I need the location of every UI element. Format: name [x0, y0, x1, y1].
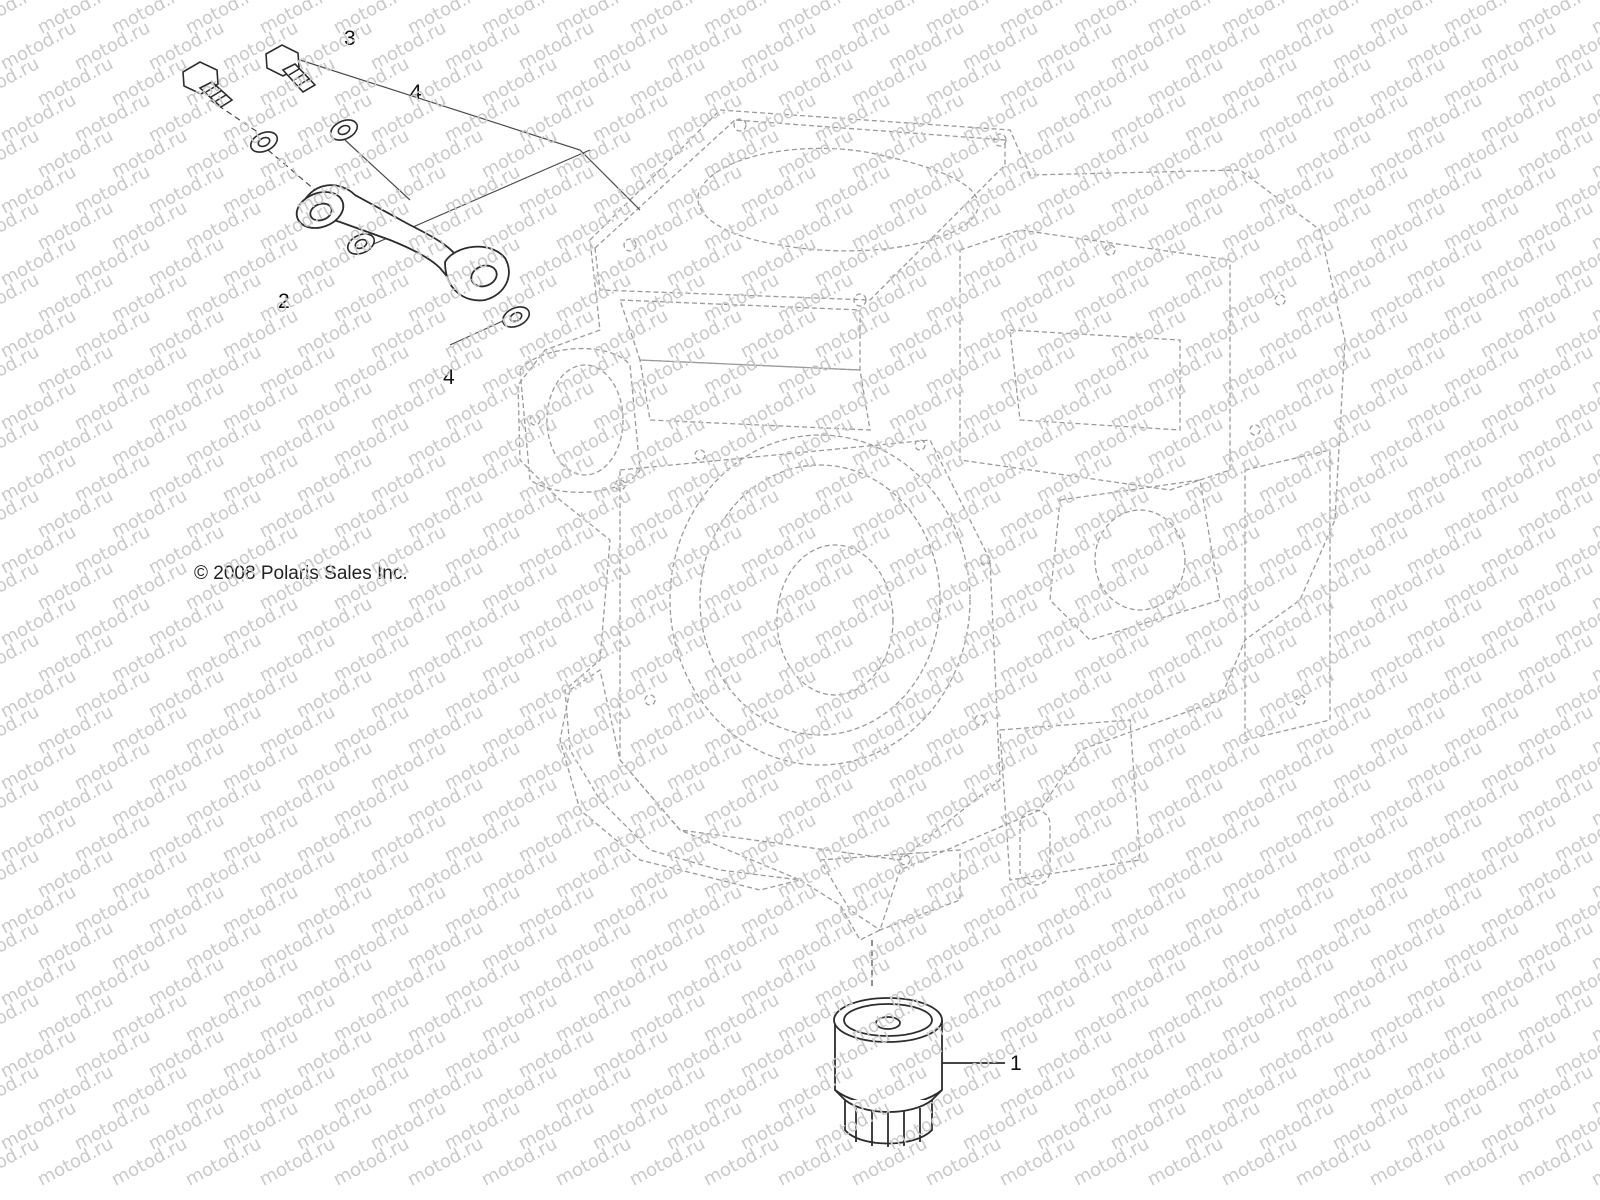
callout-3: 3 — [344, 27, 356, 50]
callout-4-bottom: 4 — [443, 366, 455, 389]
oil-line-2 — [295, 184, 510, 302]
copyright-notice: © 2008 Polaris Sales Inc. — [194, 563, 408, 584]
callout-1: 1 — [1010, 1052, 1022, 1075]
callout-4-top: 4 — [410, 81, 422, 104]
engine-block-outline — [517, 109, 1346, 941]
banjo-bolt-left — [182, 61, 234, 109]
banjo-bolt-3 — [265, 44, 317, 94]
sealing-washers — [249, 119, 531, 328]
oil-filter-1 — [833, 997, 1005, 1147]
callout-2: 2 — [278, 290, 290, 313]
